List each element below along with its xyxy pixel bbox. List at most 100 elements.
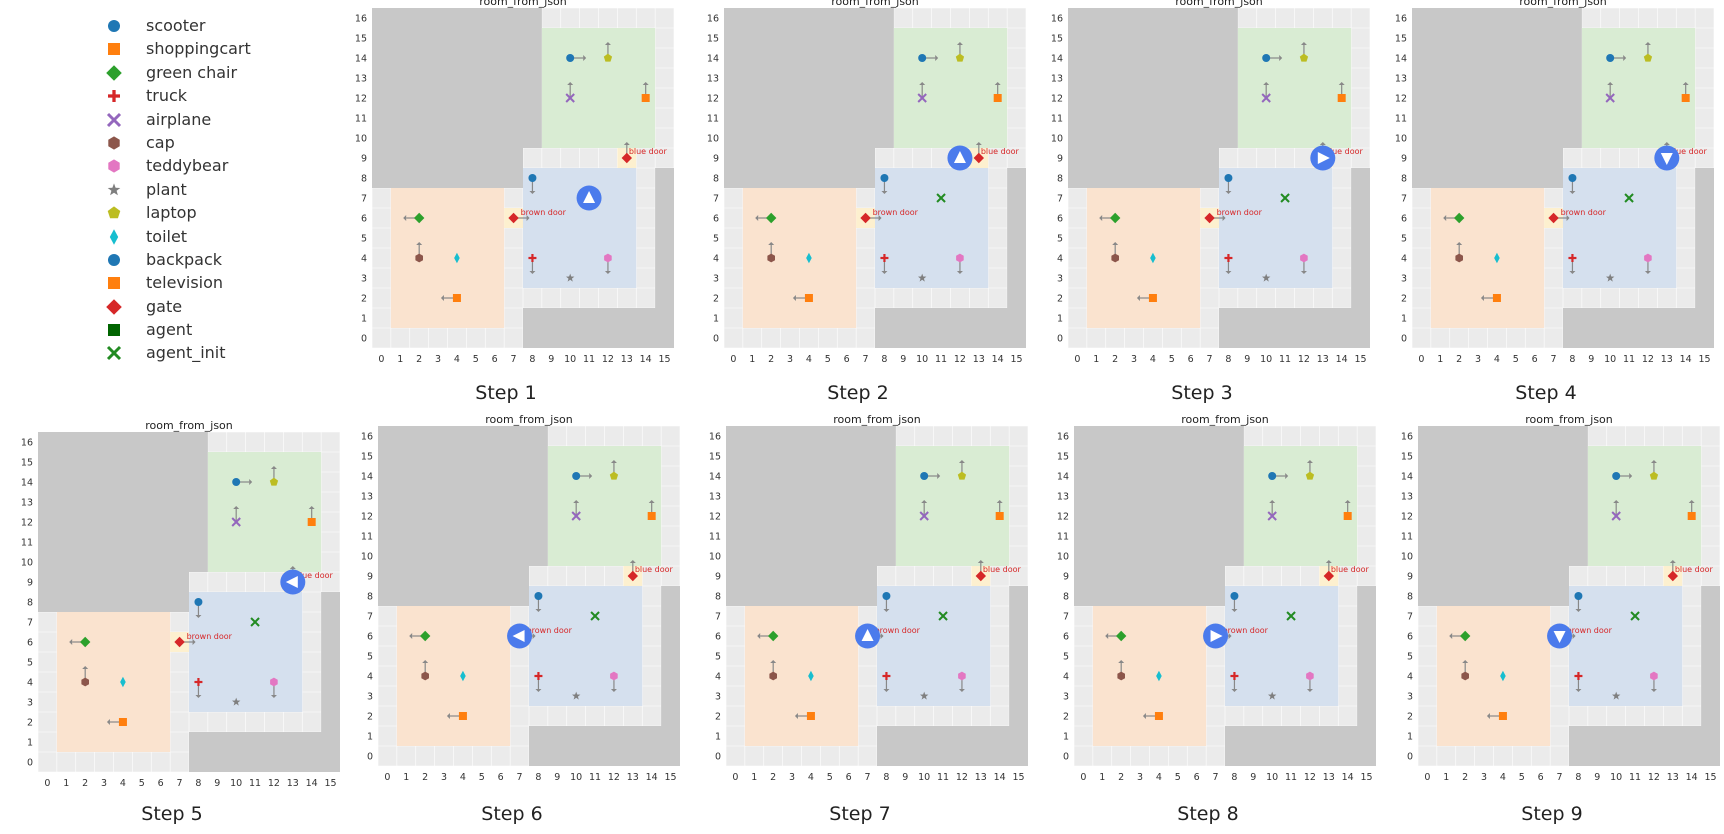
arrowhead xyxy=(1231,609,1238,612)
arrowhead xyxy=(446,713,450,719)
x-tick-label: 1 xyxy=(403,772,409,783)
x-tick-label: 7 xyxy=(1213,772,1219,783)
x-tick-label: 8 xyxy=(1225,354,1231,365)
legend-label: truck xyxy=(146,86,188,106)
y-tick-label: 0 xyxy=(361,334,367,345)
y-tick-label: 3 xyxy=(1401,274,1407,285)
step-label: Step 2 xyxy=(827,382,889,404)
x-tick-label: 0 xyxy=(378,354,384,365)
x-tick-label: 3 xyxy=(787,354,793,365)
x-tick-label: 11 xyxy=(937,772,949,783)
y-tick-label: 13 xyxy=(361,492,373,503)
y-tick-label: 9 xyxy=(1401,154,1407,165)
object-marker xyxy=(957,471,967,480)
arrowhead xyxy=(1449,633,1453,639)
y-tick-label: 1 xyxy=(1063,732,1069,743)
y-tick-label: 8 xyxy=(713,174,719,185)
y-tick-label: 4 xyxy=(361,254,367,265)
y-tick-label: 0 xyxy=(367,752,373,763)
x-tick-label: 10 xyxy=(230,778,242,789)
y-tick-label: 13 xyxy=(21,498,33,509)
green-room xyxy=(547,446,662,566)
y-tick-label: 11 xyxy=(1395,114,1407,125)
wall-region xyxy=(189,432,208,572)
brown-door-label: brown door xyxy=(187,632,233,641)
y-tick-label: 5 xyxy=(1057,234,1063,245)
x-tick-label: 13 xyxy=(973,354,985,365)
object-marker xyxy=(1306,671,1314,681)
arrowhead xyxy=(768,242,775,245)
x-tick-label: 4 xyxy=(808,772,814,783)
object-marker xyxy=(270,677,278,687)
brown-door-label: brown door xyxy=(1223,626,1269,635)
arrowhead xyxy=(1338,82,1345,85)
plot-title: room_from_json xyxy=(833,414,921,426)
y-tick-label: 7 xyxy=(27,618,33,629)
agent-init-marker xyxy=(936,193,946,203)
y-tick-label: 11 xyxy=(21,538,33,549)
brown-door-label: brown door xyxy=(875,626,921,635)
arrowhead xyxy=(532,633,536,639)
y-tick-label: 7 xyxy=(1063,612,1069,623)
x-tick-label: 4 xyxy=(1494,354,1500,365)
object-marker xyxy=(174,636,185,648)
y-tick-label: 11 xyxy=(709,532,721,543)
orange-room xyxy=(1086,188,1201,328)
legend-item: teddybear xyxy=(96,154,336,177)
agent-direction-icon xyxy=(1553,631,1566,643)
object-marker xyxy=(995,512,1004,520)
object-marker xyxy=(767,253,775,263)
y-tick-label: 2 xyxy=(1407,712,1413,723)
arrowhead xyxy=(583,55,587,61)
x-tick-label: 12 xyxy=(1298,354,1310,365)
y-tick-label: 14 xyxy=(709,472,721,483)
y-tick-label: 16 xyxy=(1051,14,1063,25)
object-marker xyxy=(1606,54,1615,62)
x-tick-label: 3 xyxy=(1131,354,1137,365)
y-tick-label: 0 xyxy=(715,752,721,763)
wall-region xyxy=(1695,168,1714,308)
legend-item: toilet xyxy=(96,225,336,248)
step-label: Step 3 xyxy=(1171,382,1233,404)
step-label: Step 4 xyxy=(1515,382,1577,404)
x-tick-label: 14 xyxy=(1686,772,1698,783)
legend-marker-icon xyxy=(107,206,121,219)
legend-label: gate xyxy=(146,296,183,316)
step-label: Step 8 xyxy=(1177,803,1239,825)
blue-door-label: blue door xyxy=(983,565,1022,574)
arrowhead xyxy=(881,191,888,194)
legend-marker-icon xyxy=(106,298,122,315)
object-marker xyxy=(1455,253,1463,263)
y-tick-label: 5 xyxy=(715,652,721,663)
y-tick-label: 16 xyxy=(1395,14,1407,25)
object-marker xyxy=(621,152,633,164)
x-tick-label: 9 xyxy=(1594,772,1600,783)
blue-room xyxy=(529,586,643,706)
x-tick-label: 11 xyxy=(1285,772,1297,783)
x-tick-label: 14 xyxy=(646,772,658,783)
y-tick-label: 13 xyxy=(355,74,367,85)
object-marker xyxy=(1606,273,1615,282)
arrowhead xyxy=(1569,191,1576,194)
x-tick-label: 15 xyxy=(325,778,337,789)
y-tick-label: 5 xyxy=(27,658,33,669)
x-tick-label: 0 xyxy=(384,772,390,783)
y-tick-label: 12 xyxy=(707,94,719,105)
y-tick-label: 3 xyxy=(27,698,33,709)
green-room xyxy=(895,446,1010,566)
y-tick-label: 8 xyxy=(715,592,721,603)
arrowhead xyxy=(308,506,315,509)
object-marker xyxy=(1300,253,1308,263)
y-tick-label: 6 xyxy=(715,632,721,643)
object-marker xyxy=(1687,512,1696,520)
object-marker xyxy=(81,677,89,687)
object-marker xyxy=(609,471,619,480)
object-marker xyxy=(1204,212,1215,224)
x-tick-label: 9 xyxy=(1588,354,1594,365)
object-marker xyxy=(1459,630,1471,642)
